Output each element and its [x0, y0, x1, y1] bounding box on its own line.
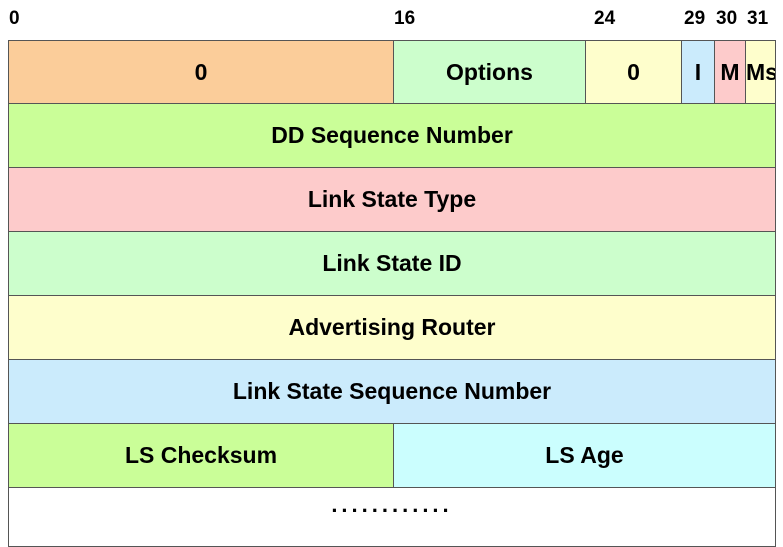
field-ls-checksum: LS Checksum — [8, 423, 394, 488]
field-options: Options — [393, 40, 586, 104]
bit-label-0: 0 — [9, 8, 20, 29]
field-i-bit: I — [681, 40, 715, 104]
field-reserved-zero: 0 — [8, 40, 394, 104]
field-link-state-sequence-number: Link State Sequence Number — [8, 359, 776, 424]
bit-label-30: 30 — [716, 8, 738, 29]
field-ls-age: LS Age — [393, 423, 776, 488]
field-ms-bit: Ms — [745, 40, 776, 104]
bit-label-16: 16 — [394, 8, 416, 29]
field-m-bit: M — [714, 40, 746, 104]
field-reserved-zero-2: 0 — [585, 40, 682, 104]
field-advertising-router: Advertising Router — [8, 295, 776, 360]
field-link-state-id: Link State ID — [8, 231, 776, 296]
bit-label-24: 24 — [594, 8, 616, 29]
continuation-ellipsis: ............ — [8, 487, 776, 547]
field-dd-sequence-number: DD Sequence Number — [8, 103, 776, 168]
bit-label-31: 31 — [747, 8, 769, 29]
field-link-state-type: Link State Type — [8, 167, 776, 232]
bit-label-29: 29 — [684, 8, 706, 29]
